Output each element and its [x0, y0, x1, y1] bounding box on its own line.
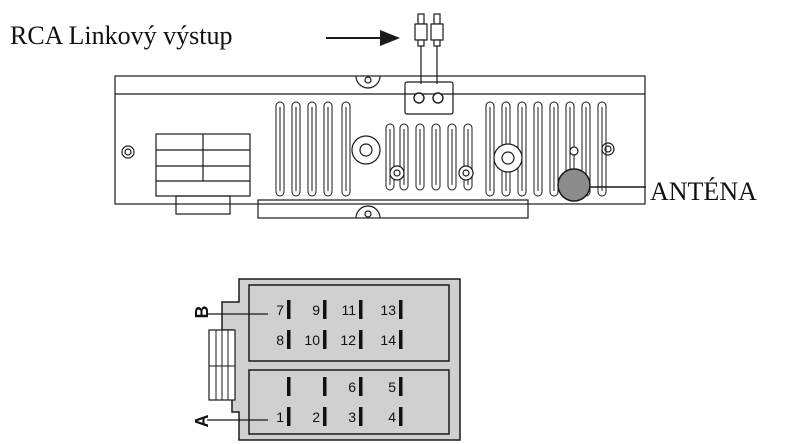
- fin: [307, 101, 317, 197]
- block-a-label: A: [192, 415, 212, 428]
- block-a-pin-3: 3: [348, 409, 356, 425]
- block-b-label: B: [192, 306, 212, 319]
- block-a-pin-contact: [323, 407, 327, 426]
- block-a-pin-contact: [399, 407, 403, 426]
- block-b-pin-contact: [323, 300, 327, 319]
- connector-block-a: [248, 369, 450, 435]
- block-b-pins: 7 9 11 13 8 10 12 14: [276, 300, 403, 349]
- antenna-socket: [557, 168, 591, 202]
- block-a-pin-1: 1: [276, 409, 284, 425]
- rca-jacks: [413, 92, 444, 104]
- fin: [323, 101, 333, 197]
- fin: [415, 123, 425, 191]
- block-b-pin-12: 12: [340, 332, 356, 348]
- block-a-pin-contact: [323, 377, 327, 396]
- fin: [597, 101, 607, 197]
- block-b-pin-13: 13: [380, 302, 396, 318]
- antenna-label: ANTÉNA: [650, 177, 757, 206]
- block-b-pin-contact: [323, 330, 327, 349]
- fin: [341, 101, 351, 197]
- fin: [385, 123, 395, 191]
- iso-connector: [207, 278, 461, 441]
- block-b-pin-contact: [359, 330, 363, 349]
- block-a-pin-contact: [399, 377, 403, 396]
- fin: [463, 123, 473, 191]
- heat-sink-fins: [275, 101, 607, 197]
- block-b-pin-contact: [287, 330, 291, 349]
- fin: [549, 101, 559, 197]
- block-a-pin-contact: [287, 407, 291, 426]
- block-b-pin-11: 11: [341, 302, 356, 318]
- fin: [447, 123, 457, 191]
- block-b-pin-10: 10: [304, 332, 320, 348]
- block-a-pin-2: 2: [312, 409, 320, 425]
- block-a-pin-4: 4: [388, 409, 396, 425]
- block-a-pin-contact: [287, 377, 291, 396]
- block-a-pin-6: 6: [348, 379, 356, 395]
- fin: [533, 101, 543, 197]
- fin: [275, 101, 285, 197]
- rca-plugs: [414, 13, 444, 84]
- fin: [431, 123, 441, 191]
- block-a-pin-contact: [359, 377, 363, 396]
- rca-output-label: RCA Linkový výstup: [10, 21, 232, 50]
- block-b-pin-7: 7: [276, 302, 284, 318]
- block-b-pin-14: 14: [380, 332, 396, 348]
- block-b-pin-8: 8: [276, 332, 284, 348]
- radio-chassis: [114, 75, 646, 219]
- block-a-pins: 6 5 1 2 3 4: [276, 377, 403, 426]
- block-b-pin-contact: [359, 300, 363, 319]
- block-a-pin-contact: [359, 407, 363, 426]
- connector-block-b: [248, 284, 450, 362]
- fin: [485, 101, 495, 197]
- block-a-pin-5: 5: [388, 379, 396, 395]
- screws: [351, 135, 579, 181]
- block-b-pin-contact: [399, 300, 403, 319]
- fin: [291, 101, 301, 197]
- block-b-pin-9: 9: [312, 302, 320, 318]
- block-b-pin-contact: [399, 330, 403, 349]
- block-b-pin-contact: [287, 300, 291, 319]
- fin: [399, 123, 409, 191]
